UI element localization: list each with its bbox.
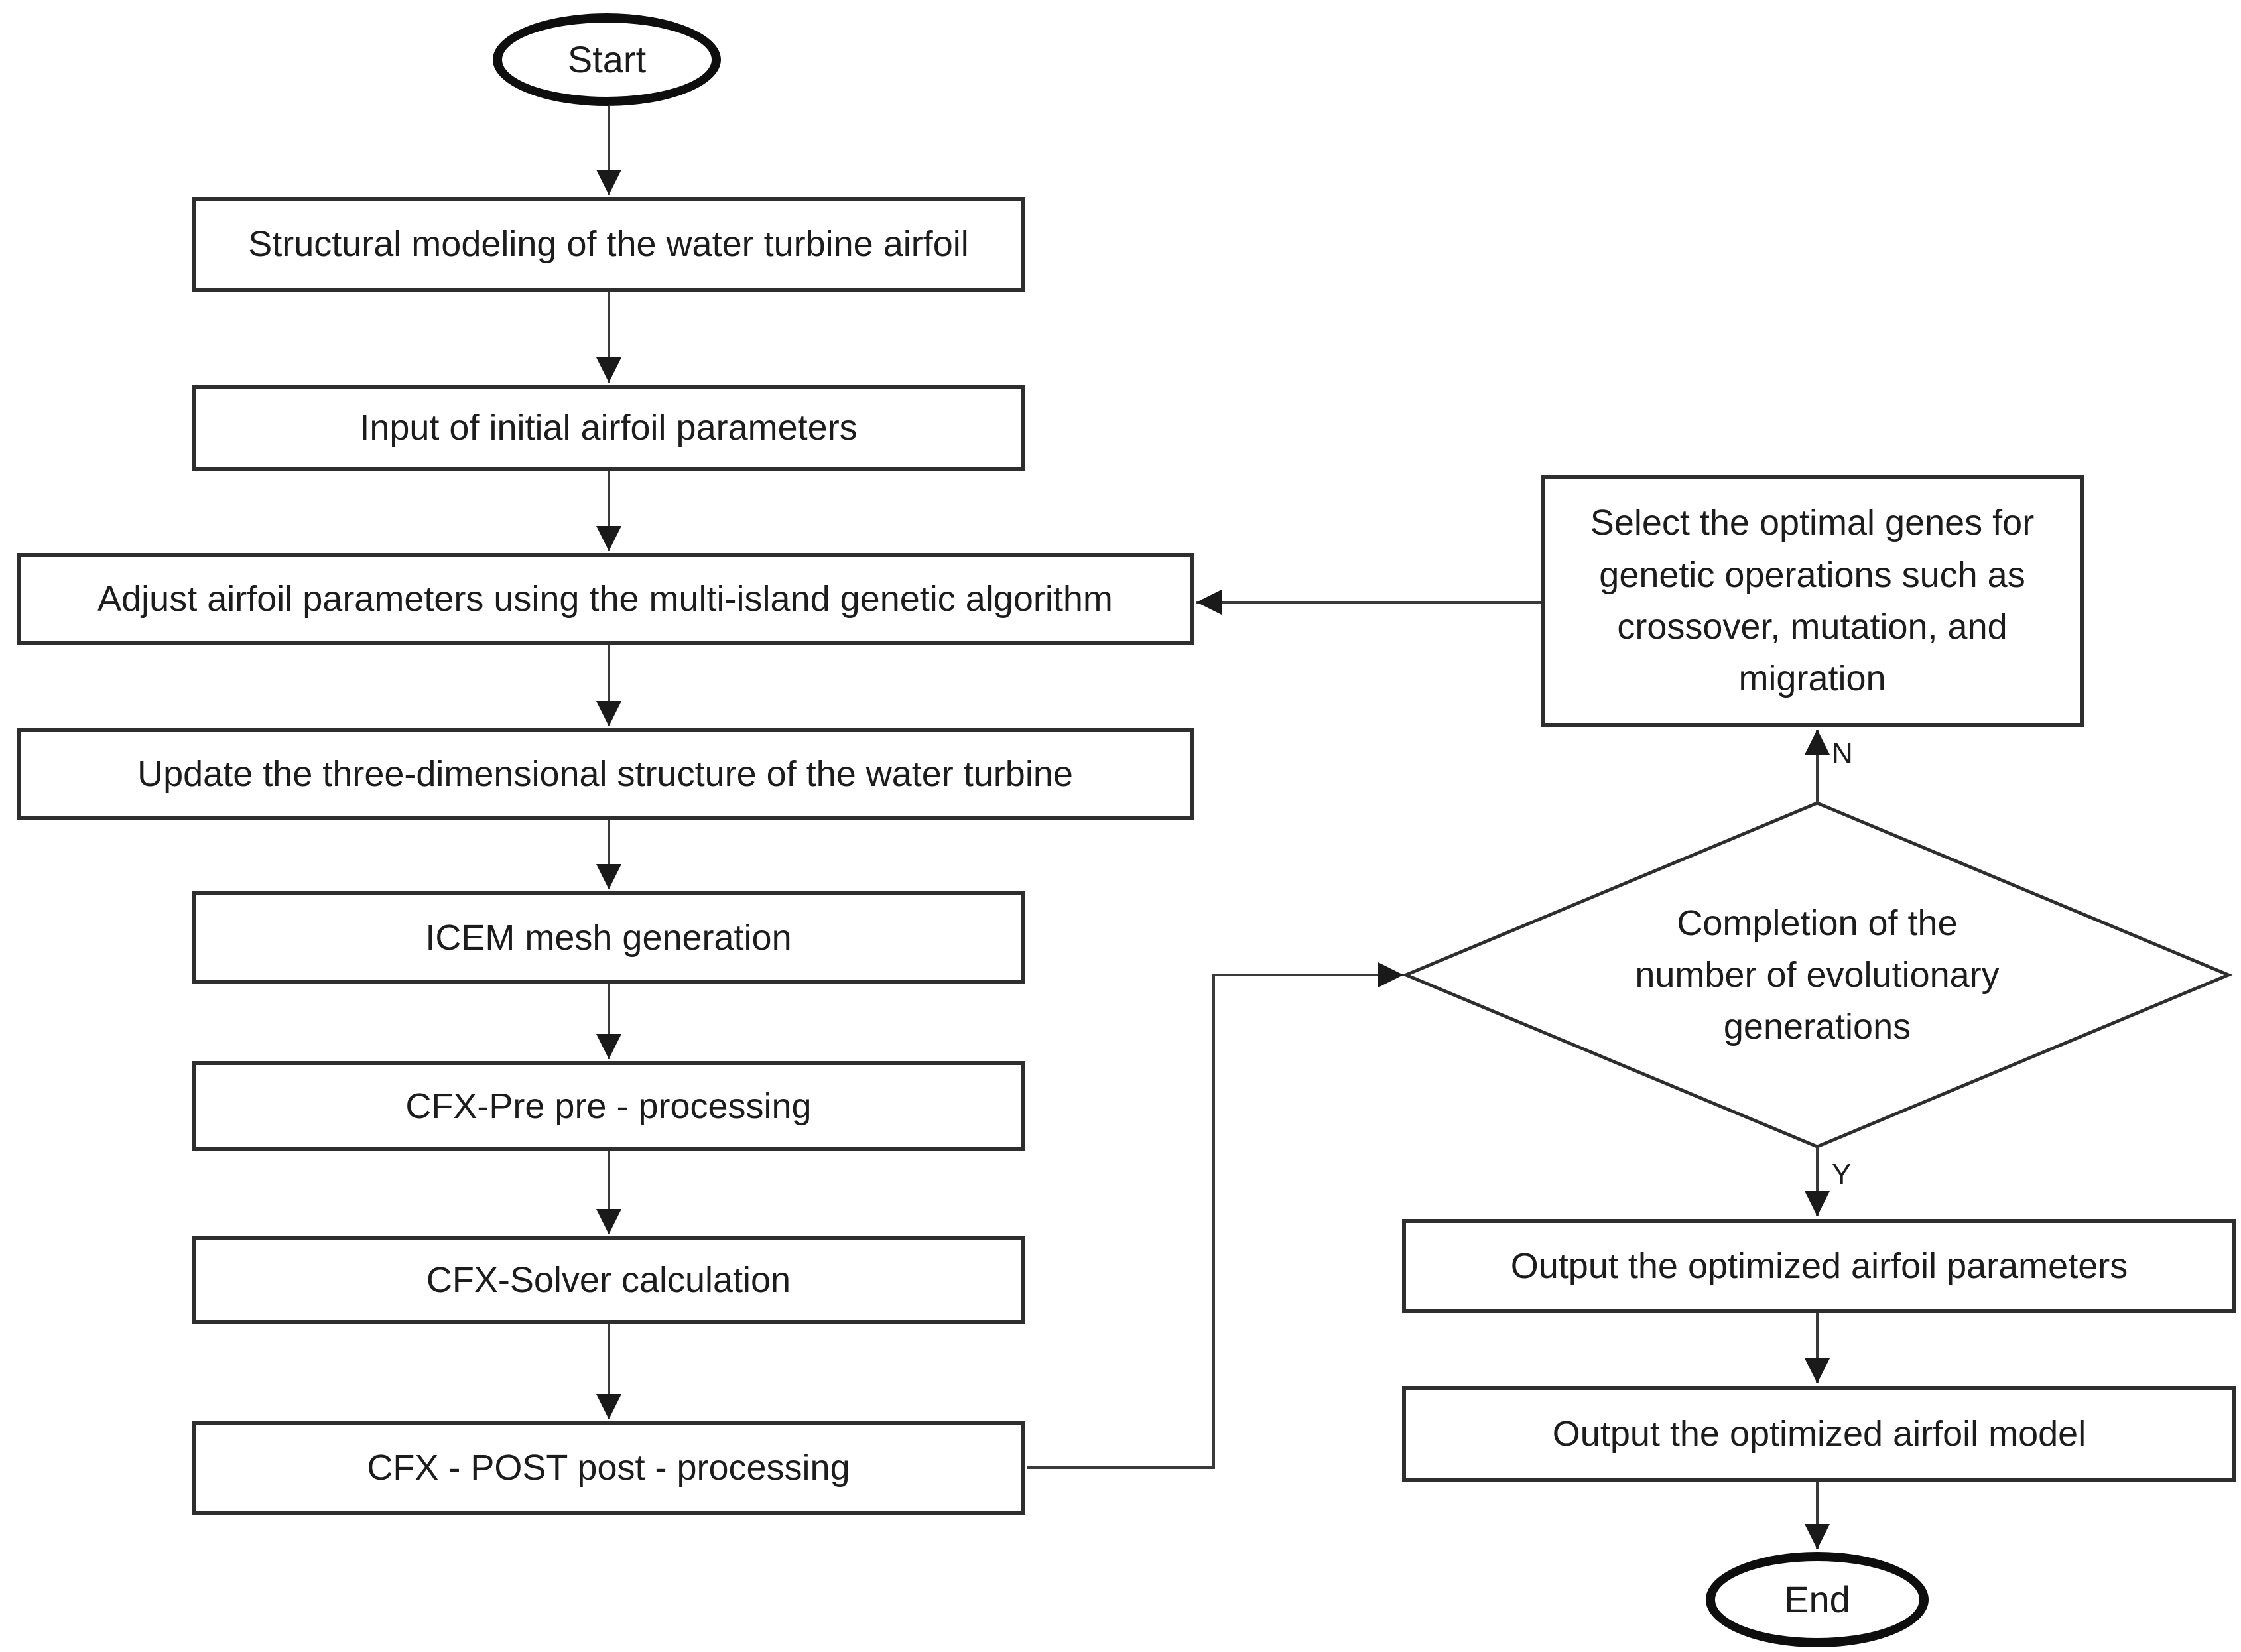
process-output-model-label: Output the optimized airfoil model — [1552, 1414, 2086, 1454]
process-output-parameters: Output the optimized airfoil parameters — [1402, 1219, 2236, 1313]
process-select-genes-line2: genetic operations such as — [1599, 554, 2025, 595]
edge-cfxpost-to-decision — [1027, 962, 1403, 1469]
process-cfx-solver: CFX-Solver calculation — [192, 1236, 1025, 1324]
process-select-genes-line3: crossover, mutation, and — [1617, 607, 2008, 647]
decision-completion-line1: Completion of the — [1677, 903, 1958, 943]
process-icem-mesh: ICEM mesh generation — [192, 891, 1025, 984]
process-cfx-pre: CFX-Pre pre - processing — [192, 1061, 1025, 1151]
edge-label-yes: Y — [1832, 1158, 1852, 1190]
process-cfx-post-label: CFX - POST post - processing — [367, 1448, 850, 1488]
process-adjust-parameters: Adjust airfoil parameters using the mult… — [17, 553, 1194, 645]
decision-completion: Completion of the number of evolutionary… — [1519, 872, 2116, 1078]
process-select-genes: Select the optimal genes for genetic ope… — [1541, 475, 2084, 727]
process-adjust-parameters-label: Adjust airfoil parameters using the mult… — [97, 578, 1113, 619]
end-label: End — [1784, 1578, 1850, 1620]
decision-completion-line3: generations — [1723, 1007, 1911, 1047]
start-label: Start — [567, 38, 647, 80]
process-structural-modeling: Structural modeling of the water turbine… — [192, 197, 1025, 292]
process-cfx-solver-label: CFX-Solver calculation — [426, 1259, 791, 1300]
process-input-parameters-label: Input of initial airfoil parameters — [359, 407, 858, 448]
process-select-genes-line4: migration — [1738, 659, 1886, 699]
process-output-model: Output the optimized airfoil model — [1402, 1386, 2236, 1482]
process-icem-mesh-label: ICEM mesh generation — [425, 917, 792, 958]
process-cfx-post: CFX - POST post - processing — [192, 1421, 1025, 1515]
process-cfx-pre-label: CFX-Pre pre - processing — [405, 1086, 812, 1126]
process-update-structure-label: Update the three-dimensional structure o… — [137, 754, 1073, 794]
start-terminal: Start — [493, 13, 721, 106]
process-input-parameters: Input of initial airfoil parameters — [192, 385, 1025, 471]
process-select-genes-line1: Select the optimal genes for — [1590, 503, 2035, 543]
process-output-parameters-label: Output the optimized airfoil parameters — [1510, 1245, 2128, 1286]
edge-label-no: N — [1832, 737, 1853, 770]
decision-completion-line2: number of evolutionary — [1635, 954, 2000, 995]
end-terminal: End — [1706, 1552, 1929, 1647]
process-update-structure: Update the three-dimensional structure o… — [17, 728, 1194, 820]
process-structural-modeling-label: Structural modeling of the water turbine… — [248, 224, 969, 265]
